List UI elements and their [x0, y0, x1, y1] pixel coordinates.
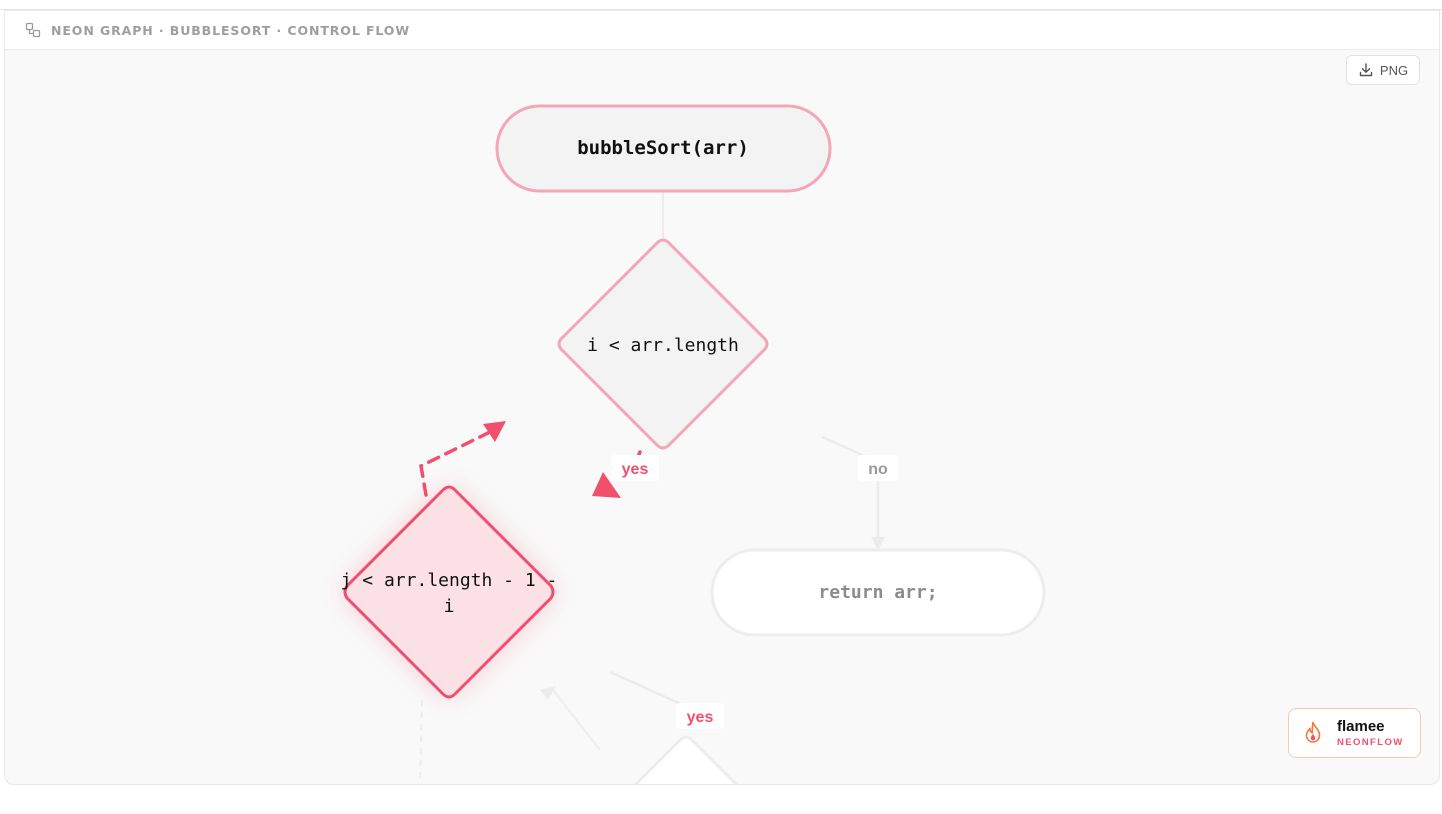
panel-header: NEON GRAPH · BUBBLESORT · CONTROL FLOW [5, 11, 1439, 50]
start-node[interactable] [495, 104, 832, 193]
edge-outer-yes-arrowhead [592, 472, 621, 498]
start-node-label: bubbleSort(arr) [577, 137, 749, 159]
top-bar [0, 0, 1442, 10]
edge-label-bg-inner-yes [676, 703, 724, 729]
brand-name: flamee [1337, 717, 1385, 735]
edge-inner-loop-dashed [419, 431, 490, 497]
export-png-label: PNG [1379, 62, 1409, 78]
edge-label-bg-outer-yes [611, 455, 659, 481]
edge-loop-back [552, 689, 601, 751]
edge-label-inner-yes: yes [687, 709, 714, 726]
edge-inner-no [419, 699, 423, 784]
edge-inner-loop-arrowhead [483, 421, 506, 442]
edge-loop-back-arrowhead [540, 686, 556, 700]
edge-inner-yes [609, 670, 691, 710]
brand-subtitle: NEONFLOW [1337, 736, 1404, 748]
inner-condition-node[interactable] [343, 485, 555, 699]
flame-icon [1303, 721, 1323, 745]
return-node[interactable] [710, 548, 1046, 637]
edge-outer-no-arrowhead [871, 537, 885, 550]
inner-condition-label-line1: j < arr.length - 1 - [341, 570, 558, 591]
inner-condition-label-line2: i [444, 596, 455, 617]
brand-badge[interactable]: flamee NEONFLOW [1288, 708, 1421, 758]
edge-label-outer-no: no [868, 461, 888, 478]
return-node-label: return arr; [818, 582, 937, 603]
edge-label-bg-outer-no [858, 455, 898, 481]
outer-condition-node[interactable] [557, 238, 769, 450]
compare-condition-node[interactable] [632, 735, 740, 788]
outer-condition-label: i < arr.length [587, 335, 739, 356]
download-icon [1358, 62, 1374, 78]
graph-nodes-icon [25, 22, 41, 38]
edge-label-outer-yes: yes [622, 461, 649, 478]
export-png-button[interactable]: PNG [1346, 55, 1420, 85]
edge-outer-no [821, 435, 880, 540]
panel-title: NEON GRAPH · BUBBLESORT · CONTROL FLOW [51, 22, 411, 38]
